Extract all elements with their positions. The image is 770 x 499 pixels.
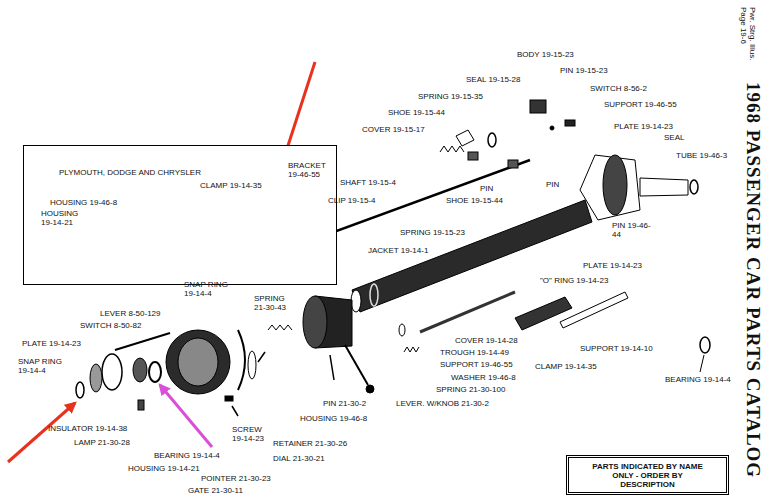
switch-part	[133, 358, 147, 382]
part-label: TROUGH 19-14-49	[440, 348, 509, 357]
housing-bore	[178, 338, 218, 386]
part-label: SUPPORT 19-46-55	[604, 100, 677, 109]
spring-part	[268, 325, 292, 330]
part-label: PIN	[546, 180, 559, 189]
switch-part	[565, 120, 575, 126]
part-label: SWITCH 8-56-2	[590, 84, 647, 93]
leader-line	[700, 355, 704, 372]
part-label: BODY 19-15-23	[517, 50, 574, 59]
magenta-pointer-arrow	[160, 385, 212, 447]
dial-part	[248, 351, 256, 379]
tube-part	[640, 178, 688, 196]
part-label: GATE 21-30-11	[188, 486, 243, 495]
part-label: HOUSING 19-14-21	[128, 464, 200, 473]
part-label: PIN 19-46-44	[612, 221, 652, 239]
part-label: BEARING 19-14-4	[154, 451, 220, 460]
part-label: HOUSING 19-46-8	[300, 414, 367, 423]
part-label: CLAMP 19-14-35	[535, 362, 597, 371]
lamp-part	[138, 400, 144, 410]
housing-part	[166, 330, 230, 394]
note-box: PARTS INDICATED BY NAME ONLY - ORDER BY …	[566, 455, 729, 495]
part-label: INSULATOR 19-14-38	[48, 424, 127, 433]
part-label: BRACKET 19-46-55	[288, 161, 332, 179]
seal-part	[690, 180, 698, 194]
retainer-part	[238, 330, 245, 390]
trough-part	[420, 292, 515, 332]
part-label: SHOE 19-15-44	[446, 196, 503, 205]
part-label: CLAMP 19-14-35	[200, 181, 262, 190]
part-label: SPRING 19-15-35	[418, 92, 483, 101]
part-label: TUBE 19-46-3	[676, 151, 727, 160]
catalog-title: 1968 PASSENGER CAR PARTS CATALOG	[742, 82, 764, 478]
part-label: SHOE 19-15-44	[388, 108, 445, 117]
lever-knob	[366, 385, 374, 393]
part-label: HOUSING 19-14-21	[41, 209, 87, 227]
plate-part	[102, 354, 122, 390]
washer-part	[399, 324, 405, 336]
cover-part	[456, 130, 474, 146]
spring-part	[404, 347, 419, 352]
pointer-part	[258, 352, 265, 362]
part-label: LAMP 21-30-28	[74, 438, 130, 447]
part-label: WASHER 19-46-8	[451, 373, 516, 382]
part-label: SWITCH 8-50-82	[80, 321, 141, 330]
part-label: SUPPORT 19-14-10	[580, 344, 653, 353]
part-label: "O" RING 19-14-23	[540, 276, 608, 285]
shoe-part	[468, 152, 478, 160]
part-label: LEVER 8-50-129	[100, 309, 160, 318]
lever-part	[115, 333, 170, 350]
part-label: PIN 21-30-2	[323, 399, 366, 408]
snap-ring-part	[76, 382, 84, 398]
body-part	[530, 100, 546, 113]
part-label: LEVER. W/KNOB 21-30-2	[396, 399, 489, 408]
gate-part	[225, 396, 233, 401]
support-part	[560, 292, 628, 328]
part-label: SHAFT 19-15-4	[340, 178, 396, 187]
part-label: CLIP 19-15-4	[328, 196, 375, 205]
part-label: PIN	[480, 184, 493, 193]
part-label: SPRING 21-30-100	[436, 385, 505, 394]
part-label: SPRING 21-30-43	[254, 294, 296, 312]
part-label: HOUSING 19-46-8	[50, 198, 117, 207]
bearing-part	[149, 362, 161, 382]
seal-part	[488, 133, 496, 147]
pin-part	[550, 126, 554, 130]
support-part	[580, 155, 640, 220]
screw-part	[232, 406, 238, 416]
part-label: PIN 19-15-23	[560, 66, 608, 75]
insulator-part	[90, 364, 102, 392]
housing-face	[303, 296, 327, 348]
plate-part	[603, 155, 627, 215]
shoe-part	[508, 160, 518, 168]
part-label: COVER 19-14-28	[455, 336, 518, 345]
part-label: SEAL 19-15-28	[466, 75, 520, 84]
part-label: SUPPORT 19-46-55	[440, 360, 513, 369]
part-label: PLATE 19-14-23	[614, 122, 673, 131]
bearing-part	[700, 337, 710, 353]
part-label: PLATE 19-14-23	[22, 339, 81, 348]
panel-heading: PLYMOUTH, DODGE AND CHRYSLER	[59, 168, 201, 177]
note-text: PARTS INDICATED BY NAME ONLY - ORDER BY …	[589, 462, 707, 489]
part-label: SNAP RING 19-14-4	[18, 357, 66, 375]
part-label: SNAP RING 19-14-4	[184, 280, 232, 298]
part-label: POINTER 21-30-23	[201, 474, 271, 483]
part-label: JACKET 19-14-1	[368, 246, 428, 255]
lever-part	[345, 345, 368, 385]
part-label: SEAL	[664, 133, 684, 142]
o-ring-part	[370, 284, 378, 306]
part-label: BEARING 19-14-4	[665, 375, 731, 384]
part-label: DIAL 21-30-21	[273, 454, 325, 463]
spring-part	[440, 146, 464, 152]
part-label: SCREW 19-14-23	[232, 425, 272, 443]
pin-part	[330, 355, 334, 380]
part-label: PLATE 19-14-23	[583, 261, 642, 270]
part-label: RETAINER 21-30-26	[273, 439, 347, 448]
page-reference: Pwr. Strg. Illus. Page 19-6	[739, 7, 757, 73]
part-label: SPRING 19-15-23	[400, 228, 465, 237]
jacket-part	[352, 200, 592, 312]
part-label: COVER 19-15-17	[362, 125, 425, 134]
